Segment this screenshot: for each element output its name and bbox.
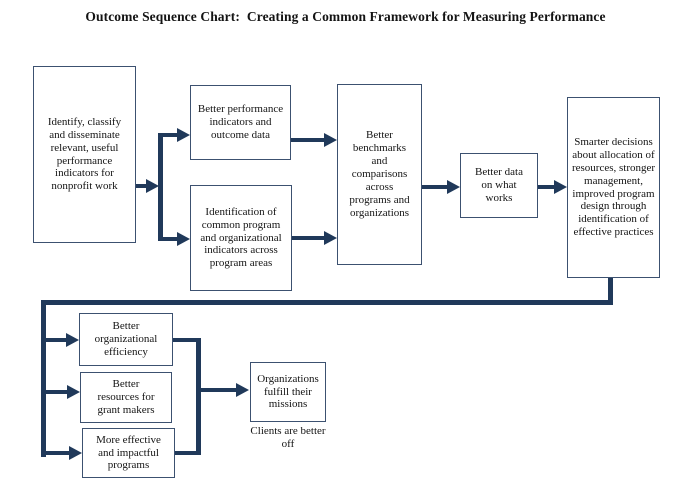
connector-feedback-across [41,300,613,305]
arrowhead-right-icon [324,231,337,245]
connector-data-to-decisions [538,185,555,189]
connector-decisions-drop [608,278,613,305]
connector-split-to-identification [163,237,178,241]
bottom-left-spine [41,300,46,457]
arrowhead-right-icon [554,180,567,194]
split-bracket-left [158,133,163,241]
connector-spine-to-efficiency [46,338,67,342]
arrowhead-right-icon [69,446,82,460]
connector-programs-to-bracket [175,451,201,455]
connector-efficiency-to-bracket [173,338,201,342]
connector-identify-to-split [136,184,147,188]
connector-spine-to-programs [46,451,70,455]
node-better-performance-indicators: Better performance indicators and outcom… [190,85,291,160]
node-better-benchmarks: Better benchmarks and comparisons across… [337,84,422,265]
connector-spine-to-resources [46,390,68,394]
arrowhead-right-icon [236,383,249,397]
node-organizational-efficiency: Better organizational efficiency [79,313,173,366]
arrowhead-right-icon [447,180,460,194]
node-better-data: Better data on what works [460,153,538,218]
connector-indicators-to-benchmarks [291,138,325,142]
node-organizations-fulfill-missions: Organizations fulfill their missions [250,362,326,422]
arrowhead-right-icon [67,385,80,399]
arrowhead-right-icon [177,232,190,246]
caption-clients-better-off: Clients are better off [250,425,326,451]
node-identification-common-indicators: Identification of common program and org… [190,185,292,291]
connector-identification-to-benchmarks [292,236,325,240]
page-title: Outcome Sequence Chart: Creating a Commo… [85,9,606,24]
node-resources-grant-makers: Better resources for grant makers [80,372,172,423]
node-smarter-decisions: Smarter decisions about allocation of re… [567,97,660,278]
connector-benchmarks-to-data [422,185,448,189]
node-effective-programs: More effective and impactful programs [82,428,175,478]
merge-bracket-right [196,338,201,455]
connector-split-to-indicators [163,133,178,137]
arrowhead-right-icon [324,133,337,147]
node-identify-indicators: Identify, classify and disseminate relev… [33,66,136,243]
connector-bracket-to-missions [201,388,237,392]
arrowhead-right-icon [146,179,159,193]
arrowhead-right-icon [177,128,190,142]
arrowhead-right-icon [66,333,79,347]
